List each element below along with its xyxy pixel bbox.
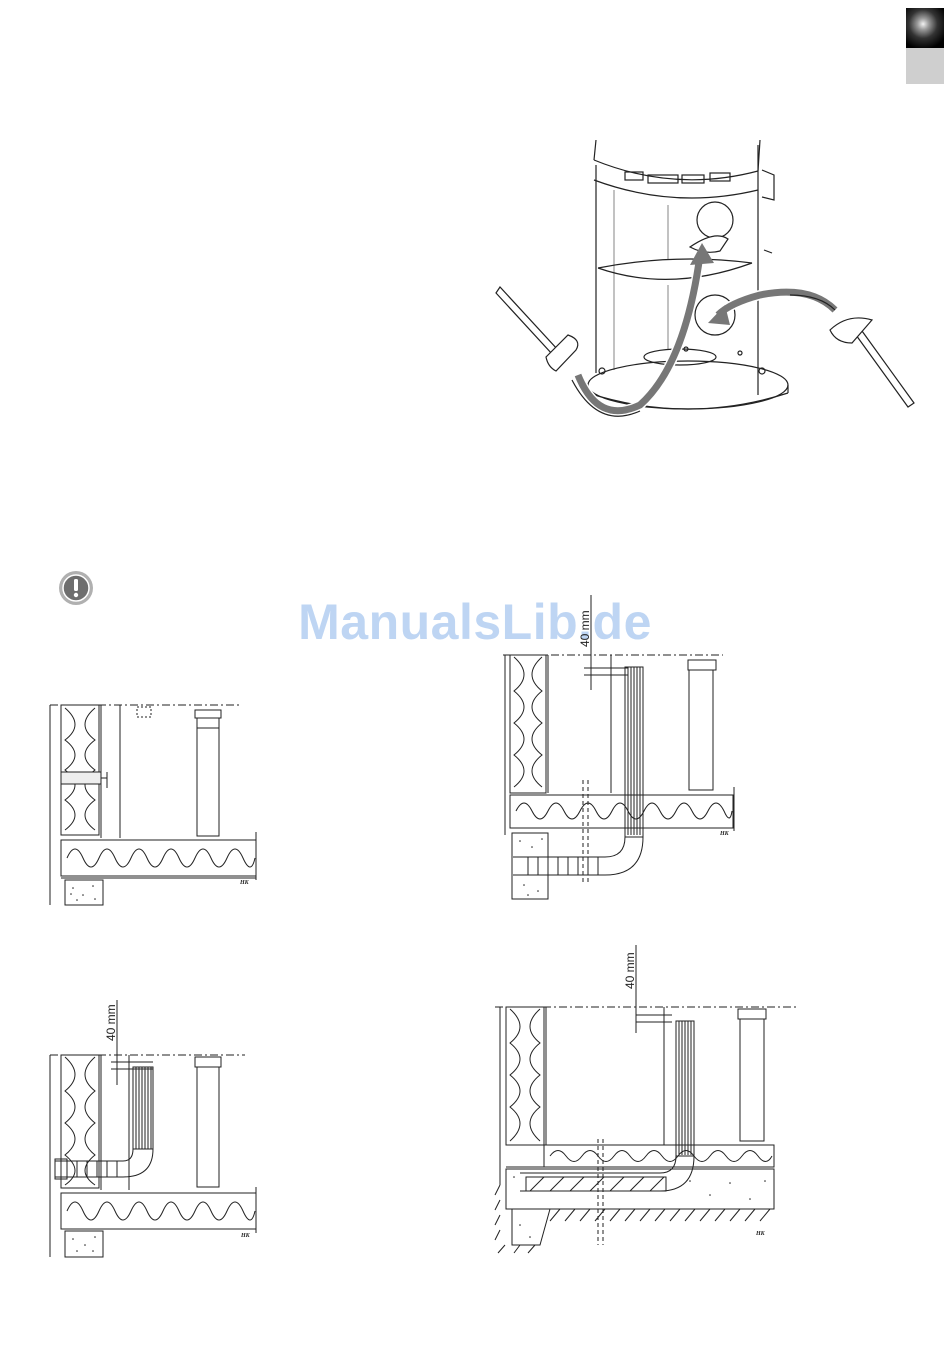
installation-diagram-basement-pipe: 40 mm HK bbox=[490, 945, 800, 1255]
dimension-label: 40 mm bbox=[623, 952, 637, 989]
drawing-mark: HK bbox=[239, 880, 250, 886]
hammer-icon bbox=[830, 318, 914, 407]
dimension-label: 40 mm bbox=[578, 610, 592, 647]
stove-knockout-illustration bbox=[490, 135, 920, 420]
chapter-tab-light bbox=[906, 48, 944, 84]
drawing-mark: HK bbox=[719, 831, 730, 837]
installation-diagram-rear-pipe: 40 mm HK bbox=[45, 995, 270, 1260]
watermark: ManualsLib.de bbox=[0, 593, 950, 651]
dimension-label: 40 mm bbox=[104, 1004, 118, 1041]
drawing-mark: HK bbox=[755, 1231, 766, 1237]
hammer-icon bbox=[496, 287, 578, 371]
installation-diagram-wall-rear: HK bbox=[45, 700, 270, 910]
curved-arrow-icon bbox=[572, 243, 835, 416]
chapter-tab-dark bbox=[906, 8, 944, 48]
installation-diagram-floor-pipe: 40 mm HK bbox=[498, 595, 743, 905]
drawing-mark: HK bbox=[240, 1233, 251, 1239]
